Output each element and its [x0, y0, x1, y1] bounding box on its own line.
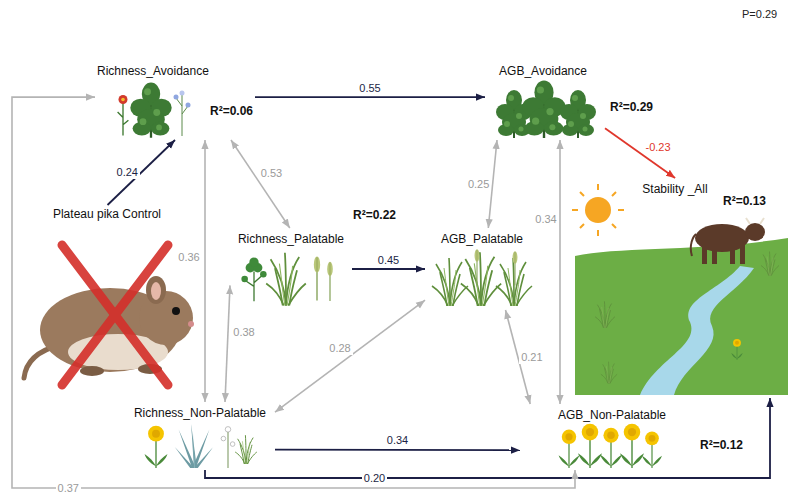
path-arrow: [225, 285, 230, 402]
path-arrow: [108, 140, 176, 205]
r-squared: R²=0.13: [723, 194, 766, 208]
node-title: Richness_Palatable: [238, 232, 344, 247]
r-squared: R²=0.22: [353, 208, 396, 222]
node-box: Richness_Non-Palatable: [125, 402, 275, 470]
node-box: Stability _AllR²=0.13: [575, 178, 788, 398]
node-title: AGB_Avoidance: [499, 64, 587, 79]
path-coefficient: 0.45: [376, 254, 401, 267]
p-value: P=0.29: [742, 8, 777, 21]
r-squared: R²=0.06: [210, 104, 253, 118]
path-coefficient: 0.20: [362, 472, 387, 485]
path-coefficient: 0.53: [259, 167, 284, 180]
r-squared: R²=0.29: [610, 100, 653, 114]
node-box: Plateau pika Control: [20, 205, 195, 400]
path-coefficient: 0.25: [466, 178, 491, 191]
path-coefficient: 0.21: [519, 351, 544, 364]
pika-figure: [24, 245, 194, 385]
node-title: AGB_Non-Palatable: [558, 408, 666, 423]
path-arrow: [352, 268, 425, 270]
r-squared: R²=0.12: [700, 438, 743, 452]
node-title: Richness_Non-Palatable: [134, 406, 266, 421]
node-title: Richness_Avoidance: [97, 64, 209, 79]
path-coefficient: -0.23: [644, 141, 673, 154]
path-coefficient: 0.38: [231, 326, 256, 339]
landscape: [572, 184, 788, 395]
path-arrow: [205, 398, 770, 478]
path-coefficient: 0.34: [533, 213, 558, 226]
path-arrow: [559, 140, 561, 404]
node-title: AGB_Palatable: [441, 232, 523, 247]
path-arrow: [231, 140, 290, 228]
path-arrow: [275, 449, 520, 451]
node-box: Richness_AvoidanceR²=0.06: [95, 62, 255, 140]
node-box: AGB_AvoidanceR²=0.29: [485, 62, 605, 140]
path-coefficient: 0.37: [56, 482, 81, 495]
path-arrow: [255, 96, 485, 98]
path-coefficient: 0.55: [357, 82, 382, 95]
node-title: Plateau pika Control: [53, 207, 161, 222]
path-arrow: [605, 128, 675, 178]
node-box: Richness_Palatable: [230, 228, 352, 310]
node-title: Stability _All: [642, 182, 707, 197]
path-arrow: [275, 300, 425, 412]
path-coefficient: 0.28: [327, 342, 352, 355]
path-coefficient: 0.36: [176, 251, 201, 264]
node-box: AGB_Non-PalatableR²=0.12: [520, 404, 690, 470]
path-coefficient: 0.24: [115, 166, 140, 179]
node-box: AGB_PalatableR²=0.22: [425, 228, 540, 310]
path-arrow: [204, 140, 206, 402]
path-arrow: [12, 97, 575, 488]
path-coefficient: 0.34: [385, 434, 410, 447]
